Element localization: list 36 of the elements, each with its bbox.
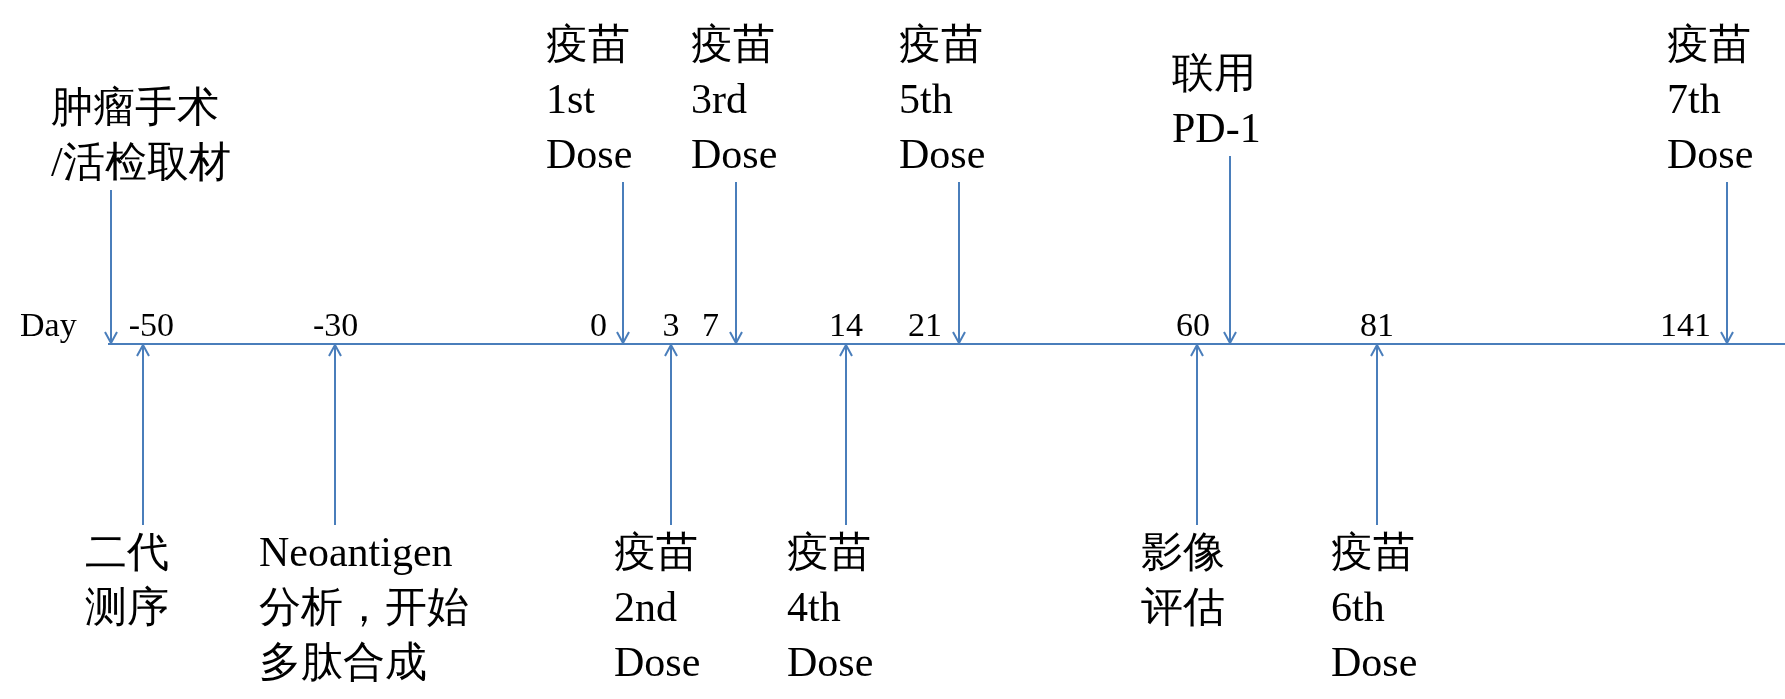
arrow — [616, 181, 630, 344]
tick-label: 7 — [702, 306, 739, 344]
axis-label: Day — [20, 306, 77, 344]
tick-label: 14 — [826, 306, 866, 344]
arrow — [729, 181, 743, 344]
event-label: 肿瘤手术 — [51, 83, 220, 132]
tick-label: 21 — [908, 306, 962, 344]
event-label: 疫苗 2nd Dose — [614, 525, 732, 690]
event-label: 影像评估 — [1141, 525, 1233, 635]
tick-label: 60 — [1176, 306, 1233, 344]
event-label: 疫苗 7th Dose — [1667, 17, 1785, 182]
tick-label: -30 — [313, 306, 357, 344]
arrow — [1190, 344, 1204, 526]
arrow — [839, 344, 853, 526]
arrow — [952, 181, 966, 344]
event-label: 联用 PD-1 — [1172, 46, 1290, 156]
tick-label: 3 — [658, 306, 684, 344]
arrow — [328, 344, 342, 526]
arrow — [136, 344, 150, 526]
event-label: 二代测序 — [85, 525, 177, 635]
event-label: 疫苗 4th Dose — [787, 525, 905, 690]
event-label: 疫苗 6th Dose — [1331, 525, 1449, 690]
tick-label: 81 — [1356, 306, 1398, 344]
tick-label: -50 — [108, 306, 174, 344]
arrow — [1223, 155, 1237, 344]
event-label: Neoantigen 分析，开始多肽合成 — [259, 525, 477, 690]
event-label: 疫苗 5th Dose — [899, 17, 1017, 182]
arrow — [1720, 181, 1734, 344]
event-label: 疫苗 3rd Dose — [691, 17, 809, 182]
arrow — [1370, 344, 1384, 526]
event-label: /活检取材 — [51, 138, 231, 187]
event-label: 疫苗 1st Dose — [546, 17, 664, 182]
tick-label: 0 — [590, 306, 626, 344]
arrow — [104, 189, 118, 344]
tick-label: 141 — [1660, 306, 1730, 344]
arrow — [664, 344, 678, 526]
